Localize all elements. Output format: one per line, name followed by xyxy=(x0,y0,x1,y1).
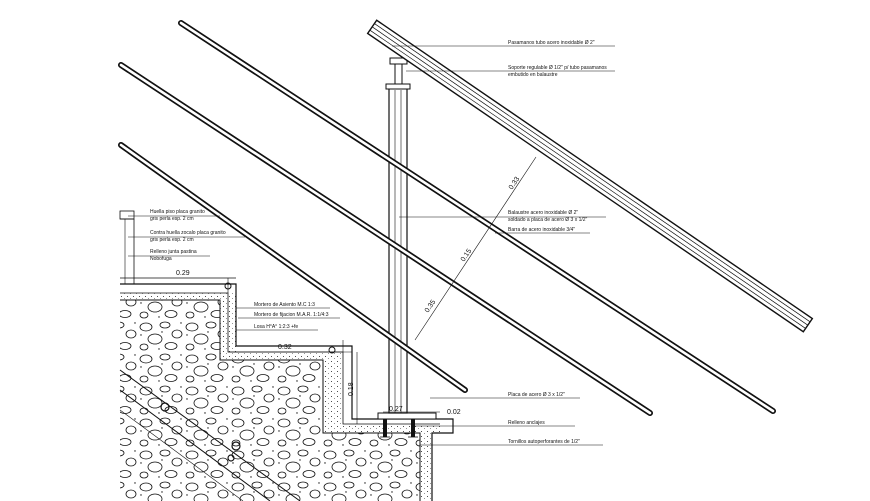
dim-015: 0.15 xyxy=(460,248,473,263)
label-handrail: Pasamanos tubo acero inoxidable Ø 2" xyxy=(508,40,595,46)
label-fill-1: Relleno junta pastina xyxy=(150,249,197,255)
base-plate xyxy=(377,412,437,420)
slab-underside-1 xyxy=(119,369,301,501)
stair-section xyxy=(119,210,454,501)
label-tread-2: gris perla esp. 2 cm xyxy=(150,216,194,222)
rail-bar-2-inner xyxy=(119,63,652,415)
dim-035: 0.35 xyxy=(424,299,437,314)
rail-bar-3 xyxy=(118,142,468,393)
rebar-2 xyxy=(231,441,241,451)
dim-032: 0.32 xyxy=(278,344,292,351)
label-riser-1: Contra huella zocalo placa granito xyxy=(150,230,226,236)
label-screws: Tornillos autoperforantes de 1/2" xyxy=(508,439,580,445)
dim-002: 0.02 xyxy=(447,409,461,416)
dim-033: 0.33 xyxy=(508,176,521,191)
label-baluster-2: soldado a placa de acero Ø 3 x 1/2" xyxy=(508,217,588,223)
rebar-5 xyxy=(224,282,232,290)
label-bar: Barra de acero inoxidable 3/4" xyxy=(508,227,575,233)
dim-029: 0.29 xyxy=(176,270,190,277)
upper-landing-tread xyxy=(119,210,135,220)
label-tread-1: Huella piso placa granito xyxy=(150,209,205,215)
label-baluster-1: Balaustre acero inoxidable Ø 2" xyxy=(508,210,578,216)
label-fill-2: Nobofuga xyxy=(150,256,172,262)
main-handrail xyxy=(366,19,814,333)
label-mortar-2: Mortero de fijacion M.A.R. 1:1/4:3 xyxy=(254,312,329,318)
label-riser-2: gris perla esp. 2 cm xyxy=(150,237,194,243)
stone-fill-body xyxy=(120,300,420,501)
dim-line-diagonal xyxy=(414,156,537,341)
label-support-1: Soporte regulable Ø 1/2" p/ tubo pasaman… xyxy=(508,65,607,71)
annotations: Pasamanos tubo acero inoxidable Ø 2" Sop… xyxy=(150,40,607,445)
anchor-left xyxy=(383,419,387,437)
label-mortar-1: Mortero de Asiento M.C 1:3 xyxy=(254,302,315,308)
rail-bar-2 xyxy=(118,62,653,416)
dim-018: 0.18 xyxy=(348,382,355,396)
slab-underside-2 xyxy=(119,389,271,501)
rebar-3 xyxy=(227,454,235,462)
baluster-cap xyxy=(385,83,411,90)
step-outline-body xyxy=(120,299,421,501)
rebar-4 xyxy=(328,346,336,354)
rebar-1 xyxy=(160,402,170,412)
main-handrail-line-2 xyxy=(371,26,809,326)
main-handrail-line-1 xyxy=(374,23,811,323)
label-support-2: embutido en balaustre xyxy=(508,72,558,78)
rail-bar-3-inner xyxy=(119,143,467,392)
support-stem xyxy=(394,61,403,85)
dim-027: 0.27 xyxy=(389,406,403,413)
main-handrail-line-3 xyxy=(369,29,806,329)
leaders xyxy=(128,45,615,446)
step-outline-outer xyxy=(120,283,454,501)
baluster-post xyxy=(385,57,411,414)
label-slab: Losa H°A° 1:2:3 +fe xyxy=(254,324,298,330)
label-plate: Placa de acero Ø 3 x 1/2" xyxy=(508,392,565,398)
slab-underside-3 xyxy=(119,409,244,501)
anchor-right xyxy=(411,419,415,437)
label-anchor: Relleno anclajes xyxy=(508,420,545,426)
